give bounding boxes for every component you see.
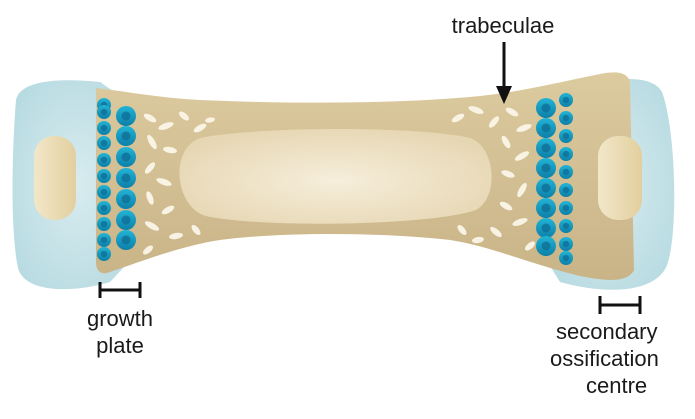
chondrocyte-nucleus (542, 144, 551, 153)
growth-plate-label-line2: plate (60, 332, 180, 359)
chondrocyte-nucleus (101, 140, 107, 146)
secondary-ossification-label-line3: centre (540, 372, 695, 399)
chondrocyte-nucleus (101, 125, 107, 131)
chondrocyte-nucleus (542, 104, 551, 113)
chondrocyte-nucleus (122, 153, 131, 162)
chondrocyte-nucleus (563, 169, 569, 175)
chondrocyte-nucleus (563, 187, 569, 193)
chondrocyte-nucleus (542, 124, 551, 133)
chondrocyte-nucleus (101, 157, 107, 163)
growth-plate-bracket (100, 282, 140, 298)
growth-plate-label-line1: growth (60, 305, 180, 332)
chondrocyte-nucleus (101, 173, 107, 179)
chondrocyte-nucleus (542, 164, 551, 173)
secondary-ossification-label-line1: secondary (540, 318, 695, 345)
secondary-ossification-label-line2: ossification (540, 345, 695, 372)
right-ossification-centre (598, 136, 642, 220)
chondrocyte-nucleus (542, 204, 551, 213)
chondrocyte-nucleus (101, 221, 107, 227)
chondrocyte-nucleus (563, 255, 569, 261)
chondrocyte-nucleus (101, 109, 107, 115)
left-ossification-centre (34, 136, 76, 220)
growth-plate-label: growth plate (60, 305, 180, 359)
chondrocyte-nucleus (122, 112, 131, 121)
marrow-cavity (179, 129, 491, 224)
chondrocyte-nucleus (563, 151, 569, 157)
chondrocyte-nucleus (122, 216, 131, 225)
chondrocyte-nucleus (563, 223, 569, 229)
chondrocyte-nucleus (101, 237, 107, 243)
chondrocyte-nucleus (122, 174, 131, 183)
chondrocyte-nucleus (563, 97, 569, 103)
chondrocyte-nucleus (542, 224, 551, 233)
secondary-ossification-bracket (600, 296, 640, 314)
chondrocyte-nucleus (563, 205, 569, 211)
chondrocyte-nucleus (563, 133, 569, 139)
chondrocyte-nucleus (101, 251, 107, 257)
chondrocyte-nucleus (122, 195, 131, 204)
chondrocyte-nucleus (563, 241, 569, 247)
secondary-ossification-label: secondary ossification centre (540, 318, 695, 399)
chondrocyte-nucleus (542, 184, 551, 193)
chondrocyte-nucleus (542, 242, 551, 251)
chondrocyte-nucleus (101, 189, 107, 195)
chondrocyte-nucleus (101, 205, 107, 211)
trabeculae-label: trabeculae (428, 12, 578, 39)
chondrocyte-nucleus (563, 115, 569, 121)
chondrocyte-nucleus (122, 236, 131, 245)
chondrocyte-nucleus (122, 132, 131, 141)
